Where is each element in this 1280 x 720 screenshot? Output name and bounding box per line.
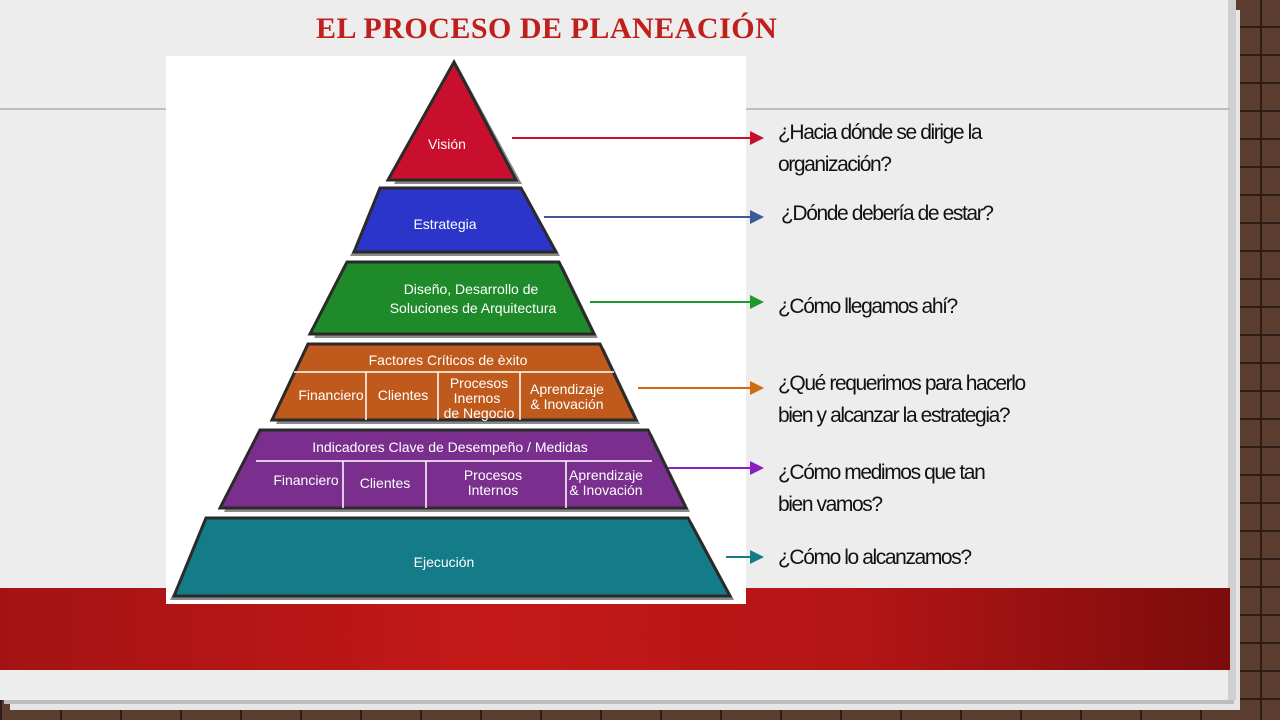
divider-line-right <box>746 108 1230 110</box>
question-4: ¿Qué requerimos para hacerlo bien y alca… <box>778 368 1026 432</box>
question-2: ¿Dónde debería de estar? <box>781 202 994 225</box>
question-4-line2: bien y alcanzar la estrategia? <box>778 404 1011 427</box>
question-6: ¿Cómo lo alcanzamos? <box>778 546 972 569</box>
arrow-indicadores <box>668 461 764 475</box>
question-1-line2: organización? <box>778 153 892 176</box>
label-diseno-line2: Soluciones de Arquitectura <box>390 300 557 316</box>
label-factores-procesos-2: Inernos <box>454 390 501 406</box>
label-factores-header: Factores Críticos de èxito <box>369 352 528 368</box>
question-5: ¿Cómo medimos que tan bien vamos? <box>778 457 986 521</box>
arrow-factores <box>638 381 764 395</box>
pyramid-level-factores: Factores Críticos de èxito Financiero Cl… <box>269 342 640 424</box>
question-1-line1: ¿Hacia dónde se dirige la <box>778 121 983 144</box>
label-indicadores-header: Indicadores Clave de Desempeño / Medidas <box>312 439 588 455</box>
label-indicadores-procesos-2: Internos <box>468 482 519 498</box>
label-factores-financiero: Financiero <box>298 387 364 403</box>
pyramid-level-indicadores: Indicadores Clave de Desempeño / Medidas… <box>217 428 690 512</box>
label-diseno-line1: Diseño, Desarrollo de <box>404 281 539 297</box>
page-title: EL PROCESO DE PLANEACIÓN <box>316 12 778 45</box>
arrow-ejecucion <box>726 550 764 564</box>
question-5-line2: bien vamos? <box>778 493 883 516</box>
label-indicadores-clientes: Clientes <box>360 475 411 491</box>
label-factores-aprendizaje-2: & Inovación <box>530 396 603 412</box>
slide-edge <box>1228 0 1236 700</box>
label-estrategia: Estrategia <box>413 216 476 232</box>
label-factores-procesos-1: Procesos <box>450 375 508 391</box>
question-1: ¿Hacia dónde se dirige la organización? <box>778 117 983 181</box>
label-indicadores-procesos-1: Procesos <box>464 467 522 483</box>
arrow-vision <box>512 131 764 145</box>
pyramid-level-diseno: Diseño, Desarrollo de Soluciones de Arqu… <box>307 260 598 338</box>
label-indicadores-financiero: Financiero <box>273 472 339 488</box>
pyramid-level-estrategia: Estrategia <box>350 186 560 256</box>
label-vision: Visión <box>428 136 466 152</box>
question-5-line1: ¿Cómo medimos que tan <box>778 461 986 484</box>
label-indicadores-aprendizaje-1: Aprendizaje <box>569 467 643 483</box>
label-factores-aprendizaje-1: Aprendizaje <box>530 381 604 397</box>
label-ejecucion: Ejecución <box>414 554 475 570</box>
pyramid-level-vision: Visión <box>385 58 522 184</box>
pyramid-diagram: Visión Estrategia Diseño, Desarrollo de … <box>170 58 734 600</box>
label-factores-procesos-3: de Negocio <box>444 405 515 421</box>
arrow-estrategia <box>544 210 764 224</box>
label-indicadores-aprendizaje-2: & Inovación <box>569 482 642 498</box>
label-factores-clientes: Clientes <box>378 387 429 403</box>
pyramid-level-ejecucion: Ejecución <box>170 516 734 600</box>
arrow-diseno <box>590 295 764 309</box>
question-4-line1: ¿Qué requerimos para hacerlo <box>778 372 1026 395</box>
question-3: ¿Cómo llegamos ahí? <box>778 295 958 318</box>
divider-line-left <box>0 108 166 110</box>
